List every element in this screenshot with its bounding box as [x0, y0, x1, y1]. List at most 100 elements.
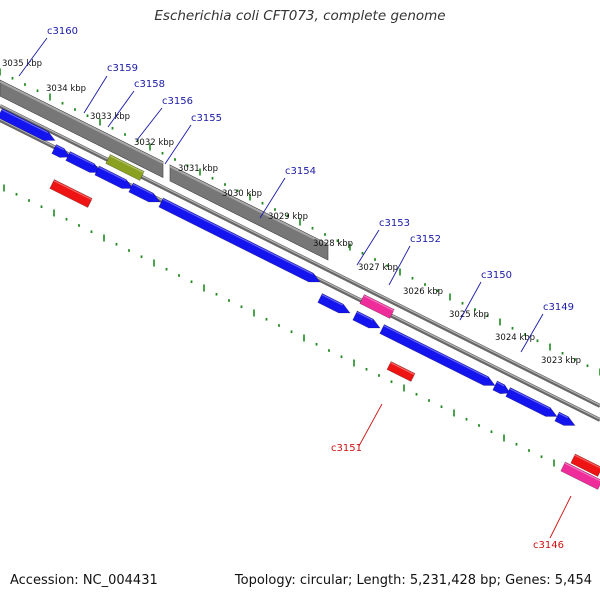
gene-c3149-shade: [496, 381, 505, 387]
gene-callouts: c3160 c3159 c3158 c3156 c3155 c3154 c3153c3152…: [18, 26, 574, 551]
gene-label-text: c3146: [533, 540, 564, 551]
scale-ticks: [0, 68, 600, 484]
strand-line-top: [0, 104, 600, 408]
gene-label-c3151: c3151: [331, 403, 383, 454]
gene-features: [0, 108, 600, 490]
kbp-label: 3035 kbp: [2, 59, 42, 69]
gene-c3148-body: [505, 387, 558, 417]
kbp-label: 3027 kbp: [358, 263, 398, 273]
gene-c3152-shade: [356, 311, 374, 321]
gene-leader-line: [18, 37, 48, 77]
gene-c3156-body: [94, 165, 134, 189]
gene-c3153: [317, 293, 351, 314]
gene-leader-line: [107, 90, 135, 128]
gene-leader-line: [164, 124, 192, 165]
gene-c3158: [65, 151, 102, 173]
kbp-label: 3023 kbp: [541, 356, 581, 366]
gene-pink-a-body: [359, 294, 395, 319]
kbp-label: 3032 kbp: [134, 138, 174, 148]
gene-c3154-body: [158, 197, 321, 283]
gene-olive-overlap-shade: [109, 155, 144, 174]
gene-leader-line: [520, 313, 544, 353]
gene-label-text: c3153: [379, 218, 410, 229]
gene-leader-line: [358, 403, 383, 447]
gene-c3147-shade: [558, 412, 569, 419]
gene-label-c3150: c3150: [459, 270, 512, 321]
gene-c3159: [51, 144, 71, 158]
gene-c3159-body: [51, 144, 71, 158]
gene-label-c3152: c3152: [388, 234, 441, 286]
gene-c3149-body: [492, 380, 511, 395]
gene-leader-line: [356, 229, 380, 266]
gene-c3148: [505, 387, 558, 417]
strand-lines: [0, 104, 600, 422]
gene-reverse-b: [570, 453, 600, 477]
kbp-label: 3033 kbp: [90, 112, 130, 122]
kbp-label: 3024 kbp: [495, 333, 535, 343]
gene-c3148-shade: [509, 388, 551, 410]
gene-label-c3156: c3156: [136, 96, 193, 141]
gene-label-c3155: c3155: [164, 113, 222, 165]
kbp-label: 3025 kbp: [449, 310, 489, 320]
gene-leader-line: [259, 177, 286, 219]
gene-label-text: c3151: [331, 443, 362, 454]
gene-label-c3159: c3159: [83, 63, 138, 114]
gene-c3147: [554, 411, 576, 426]
gene-c3158-shade: [69, 152, 95, 166]
gene-c3160-shade: [1, 109, 49, 134]
gene-c3151-shade: [390, 362, 415, 376]
gray-band-highlight: [169, 165, 329, 247]
gene-label-text: c3158: [134, 79, 165, 90]
kbp-label: 3028 kbp: [313, 239, 353, 249]
gene-c3149: [492, 380, 511, 395]
gene-pink-c3146-body: [560, 461, 600, 490]
gene-c3155-body: [128, 182, 161, 203]
gray-band-segment: [0, 79, 164, 178]
accession-text: Accession: NC_004431: [10, 573, 158, 588]
gene-leader-line: [459, 281, 482, 321]
gene-label-c3160: c3160: [18, 26, 78, 77]
kbp-label: 3029 kbp: [268, 212, 308, 222]
genome-title: Escherichia coli CFT073, complete genome: [154, 8, 446, 24]
gene-c3154: [158, 197, 321, 283]
gene-reverse-b-body: [570, 453, 600, 477]
gene-c3150-shade: [383, 325, 489, 379]
gene-c3159-shade: [55, 145, 64, 151]
kbp-label: 3030 kbp: [222, 189, 262, 199]
gene-pink-a: [359, 294, 395, 319]
gene-label-text: c3152: [410, 234, 441, 245]
gene-label-text: c3156: [162, 96, 193, 107]
gene-label-text: c3154: [285, 166, 316, 177]
gene-pink-c3146: [560, 461, 600, 490]
gene-c3156: [94, 165, 134, 189]
gene-reverse-a-shade: [53, 180, 92, 201]
gene-label-c3158: c3158: [107, 79, 165, 128]
kbp-label: 3034 kbp: [46, 84, 86, 94]
gene-c3150: [379, 324, 496, 386]
kbp-label: 3026 kbp: [403, 287, 443, 297]
gene-pink-a-shade: [363, 295, 394, 312]
gene-label-c3154: c3154: [259, 166, 316, 219]
gene-reverse-b-shade: [574, 454, 600, 469]
gene-c3155-shade: [132, 183, 154, 195]
gene-c3151: [386, 361, 416, 382]
gene-c3151-body: [386, 361, 416, 382]
gene-label-c3146: c3146: [533, 495, 572, 551]
gray-band-highlight: [0, 80, 164, 164]
gray-band-segment: [169, 164, 329, 261]
gene-c3153-shade: [321, 294, 344, 306]
gene-leader-line: [388, 245, 411, 286]
gene-c3152-body: [352, 310, 381, 329]
kbp-label: 3031 kbp: [178, 164, 218, 174]
gene-label-text: c3155: [191, 113, 222, 124]
gene-label-text: c3149: [543, 302, 574, 313]
gene-label-c3149: c3149: [520, 302, 574, 353]
gene-olive-overlap: [105, 154, 145, 181]
gene-c3160-body: [0, 108, 56, 141]
gene-c3154-shade: [162, 198, 314, 275]
gene-c3153-body: [317, 293, 351, 314]
gene-label-text: c3159: [107, 63, 138, 74]
gene-olive-overlap-body: [105, 154, 145, 181]
strand-line-top-shine: [0, 104, 600, 406]
